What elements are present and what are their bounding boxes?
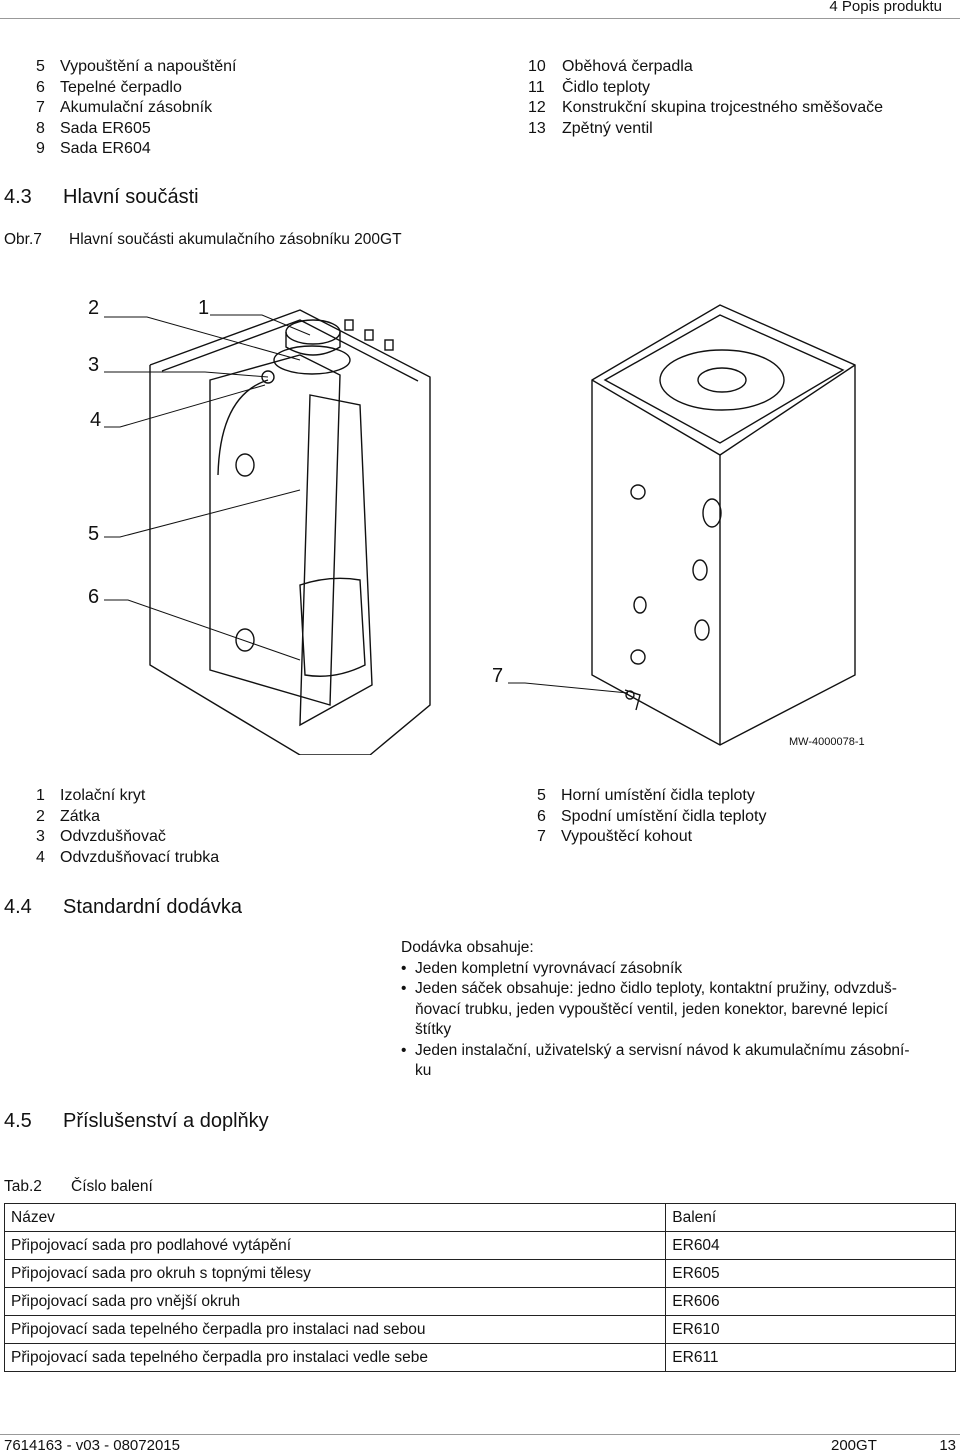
footer-model: 200GT (831, 1437, 877, 1454)
table-header-row: Název Balení (3, 1203, 956, 1232)
footer-doc-id: 7614163 - v03 - 08072015 (4, 1437, 180, 1454)
table-cell: Připojovací sada tepelného čerpadla pro … (3, 1343, 667, 1372)
table-cell: Připojovací sada pro podlahové vytápění (3, 1231, 667, 1260)
table-cell: Připojovací sada tepelného čerpadla pro … (3, 1315, 667, 1344)
figure-code: MW-4000078-1 (789, 736, 865, 748)
section-title: Standardní dodávka (63, 896, 243, 918)
callout-4: 4 (90, 409, 102, 431)
table-row: Připojovací sada tepelného čerpadla pro … (3, 1315, 956, 1344)
callout-7: 7 (492, 665, 504, 687)
section-number: 4.3 (4, 186, 32, 208)
footer-page-number: 13 (939, 1437, 956, 1454)
package-table: Název Balení Připojovací sada pro podlah… (3, 1203, 956, 1372)
callout-1: 1 (198, 297, 210, 319)
delivery-contents: Dodávka obsahuje: • Jeden kompletní vyro… (401, 938, 953, 1082)
bullet-item: • Jeden kompletní vyrovnávací zásobník (401, 959, 683, 977)
section-title: Příslušenství a doplňky (63, 1110, 269, 1132)
table-cell: ER606 (665, 1287, 956, 1316)
table-row: Připojovací sada pro podlahové vytápění … (3, 1231, 956, 1260)
table-caption: Číslo balení (71, 1178, 153, 1195)
section-title: Hlavní součásti (63, 186, 199, 208)
bullet-item: • Jeden instalační, uživatelský a servis… (401, 1041, 910, 1080)
header-divider (0, 18, 960, 19)
table-cell: ER604 (665, 1231, 956, 1260)
table-cell: Připojovací sada pro okruh s topnými těl… (3, 1259, 667, 1288)
table-cell: ER610 (665, 1315, 956, 1344)
table-cell: ER611 (665, 1343, 956, 1372)
footer-divider (0, 1434, 960, 1435)
figure-caption: Hlavní součásti akumulačního zásobníku 2… (69, 231, 402, 248)
table-cell: Připojovací sada pro vnější okruh (3, 1287, 667, 1316)
storage-tank-illustration (104, 304, 856, 755)
callout-6: 6 (88, 586, 100, 608)
column-header: Balení (665, 1203, 956, 1232)
table-label: Tab.2 (4, 1178, 42, 1195)
figure-label: Obr.7 (4, 231, 42, 248)
table-row: Připojovací sada tepelného čerpadla pro … (3, 1343, 956, 1372)
callout-3: 3 (88, 354, 100, 376)
table-row: Připojovací sada pro vnější okruh ER606 (3, 1287, 956, 1316)
bullet-item: • Jeden sáček obsahuje: jedno čidlo tepl… (401, 980, 897, 1038)
page-header-section: 4 Popis produktu (829, 0, 942, 15)
section-number: 4.4 (4, 896, 32, 918)
table-row: Připojovací sada pro okruh s topnými těl… (3, 1259, 956, 1288)
delivery-heading: Dodávka obsahuje: (401, 939, 534, 956)
column-header: Název (3, 1203, 667, 1232)
callout-5: 5 (88, 523, 100, 545)
table-cell: ER605 (665, 1259, 956, 1288)
callout-2: 2 (88, 297, 100, 319)
section-number: 4.5 (4, 1110, 32, 1132)
